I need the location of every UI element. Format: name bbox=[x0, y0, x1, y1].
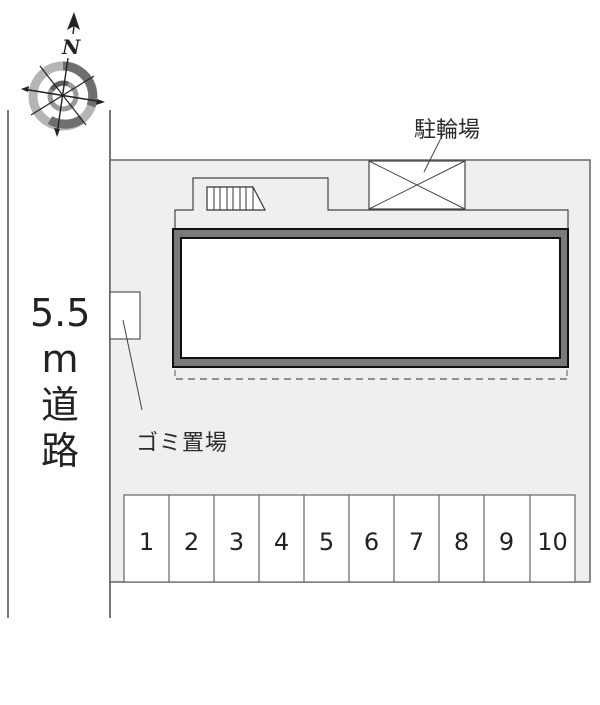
parking-stall-number: 10 bbox=[537, 528, 568, 556]
parking-stall-number: 3 bbox=[228, 528, 245, 556]
parking-stall-number: 1 bbox=[138, 528, 155, 556]
road-width: 5.5 bbox=[30, 291, 91, 335]
stairs-icon bbox=[206, 186, 266, 211]
garbage-area bbox=[109, 291, 143, 411]
road-unit: m bbox=[41, 337, 79, 381]
garbage-area-label: ゴミ置場 bbox=[136, 431, 229, 456]
parking-stall-number: 9 bbox=[498, 528, 515, 556]
north-arrow-compass-icon: N bbox=[21, 12, 105, 137]
parking-stall-number: 2 bbox=[183, 528, 200, 556]
road-label: 5.5 m 道 路 bbox=[30, 290, 90, 474]
bicycle-parking-area bbox=[368, 133, 466, 210]
parking-stall-number: 4 bbox=[273, 528, 290, 556]
building-footprint bbox=[172, 228, 569, 380]
parking-stall-number: 6 bbox=[363, 528, 380, 556]
parking-lot bbox=[123, 494, 576, 583]
parking-stall-number: 5 bbox=[318, 528, 335, 556]
road-name-1: 道 bbox=[40, 383, 79, 427]
parking-stall-number: 7 bbox=[408, 528, 425, 556]
svg-text:N: N bbox=[61, 35, 81, 59]
parking-stall-number: 8 bbox=[453, 528, 470, 556]
entrance-outline bbox=[174, 177, 569, 228]
bicycle-parking-label: 駐輪場 bbox=[414, 118, 481, 143]
road-name-2: 路 bbox=[40, 429, 79, 473]
